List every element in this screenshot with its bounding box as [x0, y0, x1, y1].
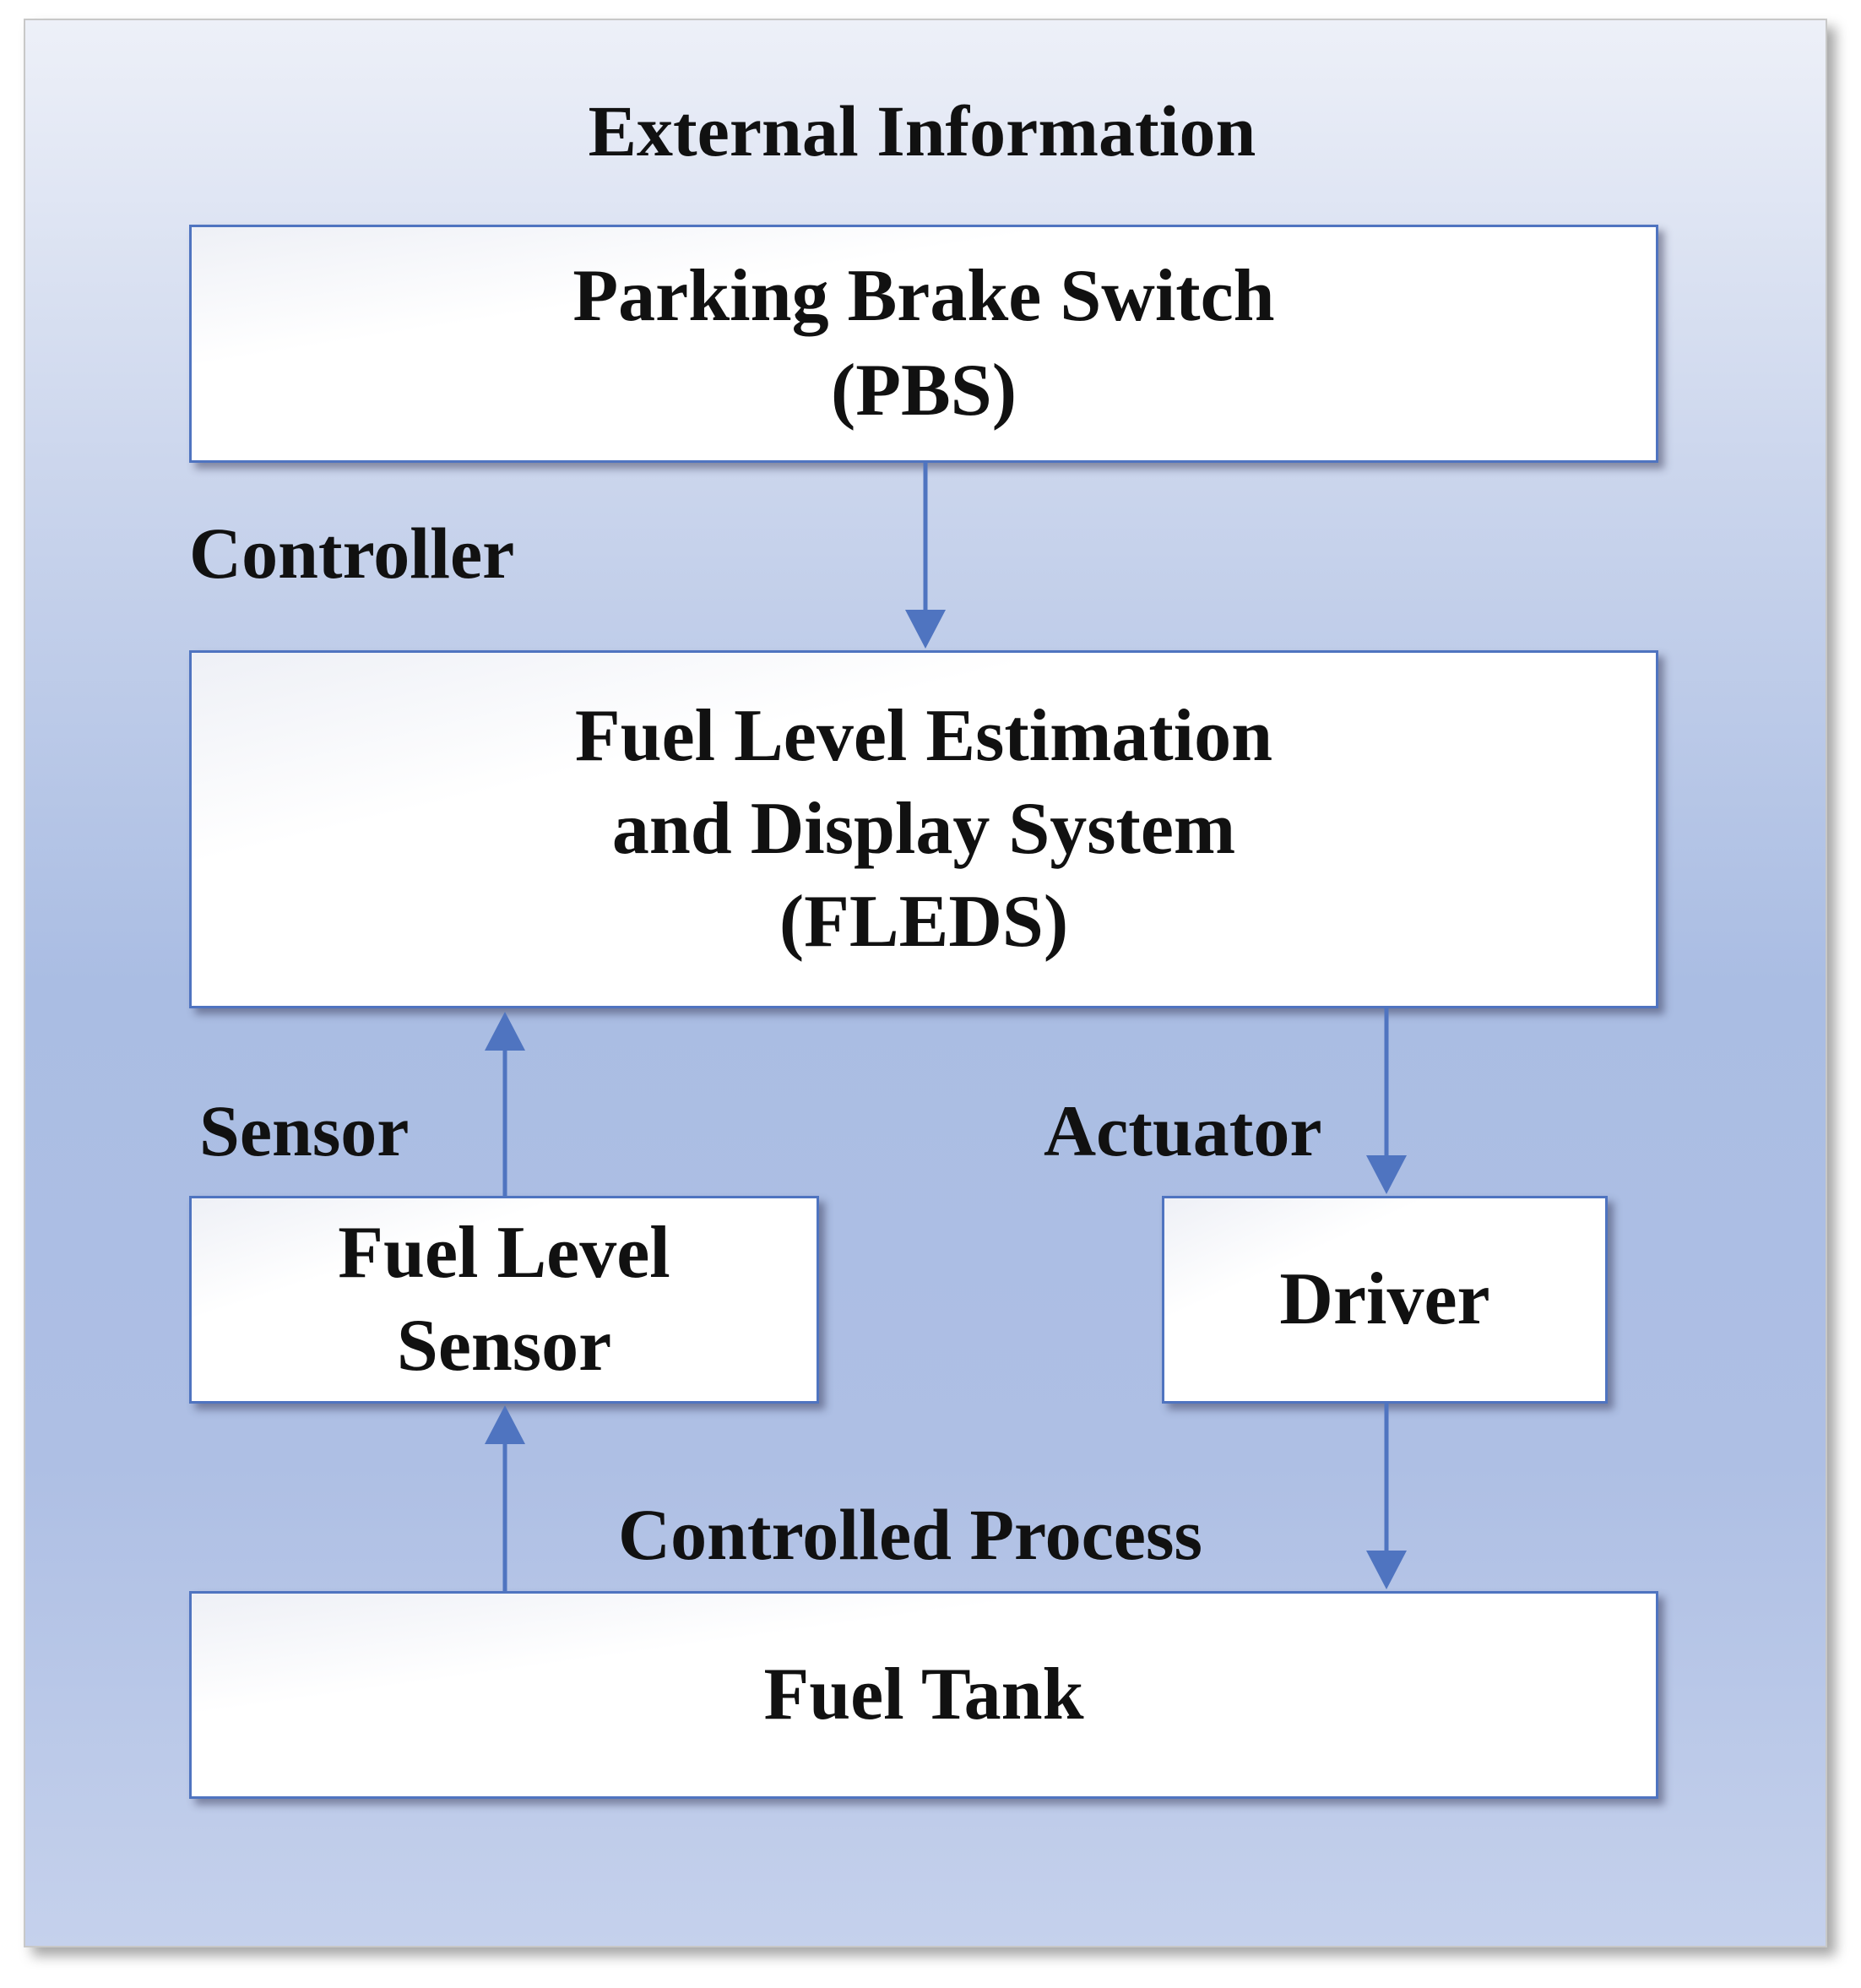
fleds-box: Fuel Level Estimation and Display System…: [189, 650, 1658, 1008]
controller-label: Controller: [189, 513, 515, 594]
sensor-label: Sensor: [199, 1090, 410, 1171]
fleds-box-line-2: and Display System: [611, 788, 1236, 870]
external-information-label: External Information: [588, 90, 1256, 171]
fuel-tank-box-line-1: Fuel Tank: [763, 1654, 1084, 1735]
fuel-level-sensor-box: Fuel Level Sensor: [189, 1196, 819, 1404]
controlled-process-label: Controlled Process: [618, 1494, 1202, 1575]
actuator-label: Actuator: [1044, 1090, 1322, 1171]
fleds-box-line-3: (FLEDS): [779, 881, 1069, 963]
fleds-box-line-1: Fuel Level Estimation: [574, 695, 1273, 777]
pbs-box: Parking Brake Switch (PBS): [189, 225, 1658, 463]
driver-box: Driver: [1162, 1196, 1608, 1404]
fuel-level-sensor-box-line-2: Sensor: [396, 1305, 612, 1387]
driver-box-line-1: Driver: [1279, 1258, 1490, 1340]
pbs-box-line-2: (PBS): [831, 350, 1017, 432]
pbs-box-line-1: Parking Brake Switch: [572, 255, 1275, 337]
fuel-level-sensor-box-line-1: Fuel Level: [338, 1212, 670, 1294]
fuel-tank-box: Fuel Tank: [189, 1591, 1658, 1799]
